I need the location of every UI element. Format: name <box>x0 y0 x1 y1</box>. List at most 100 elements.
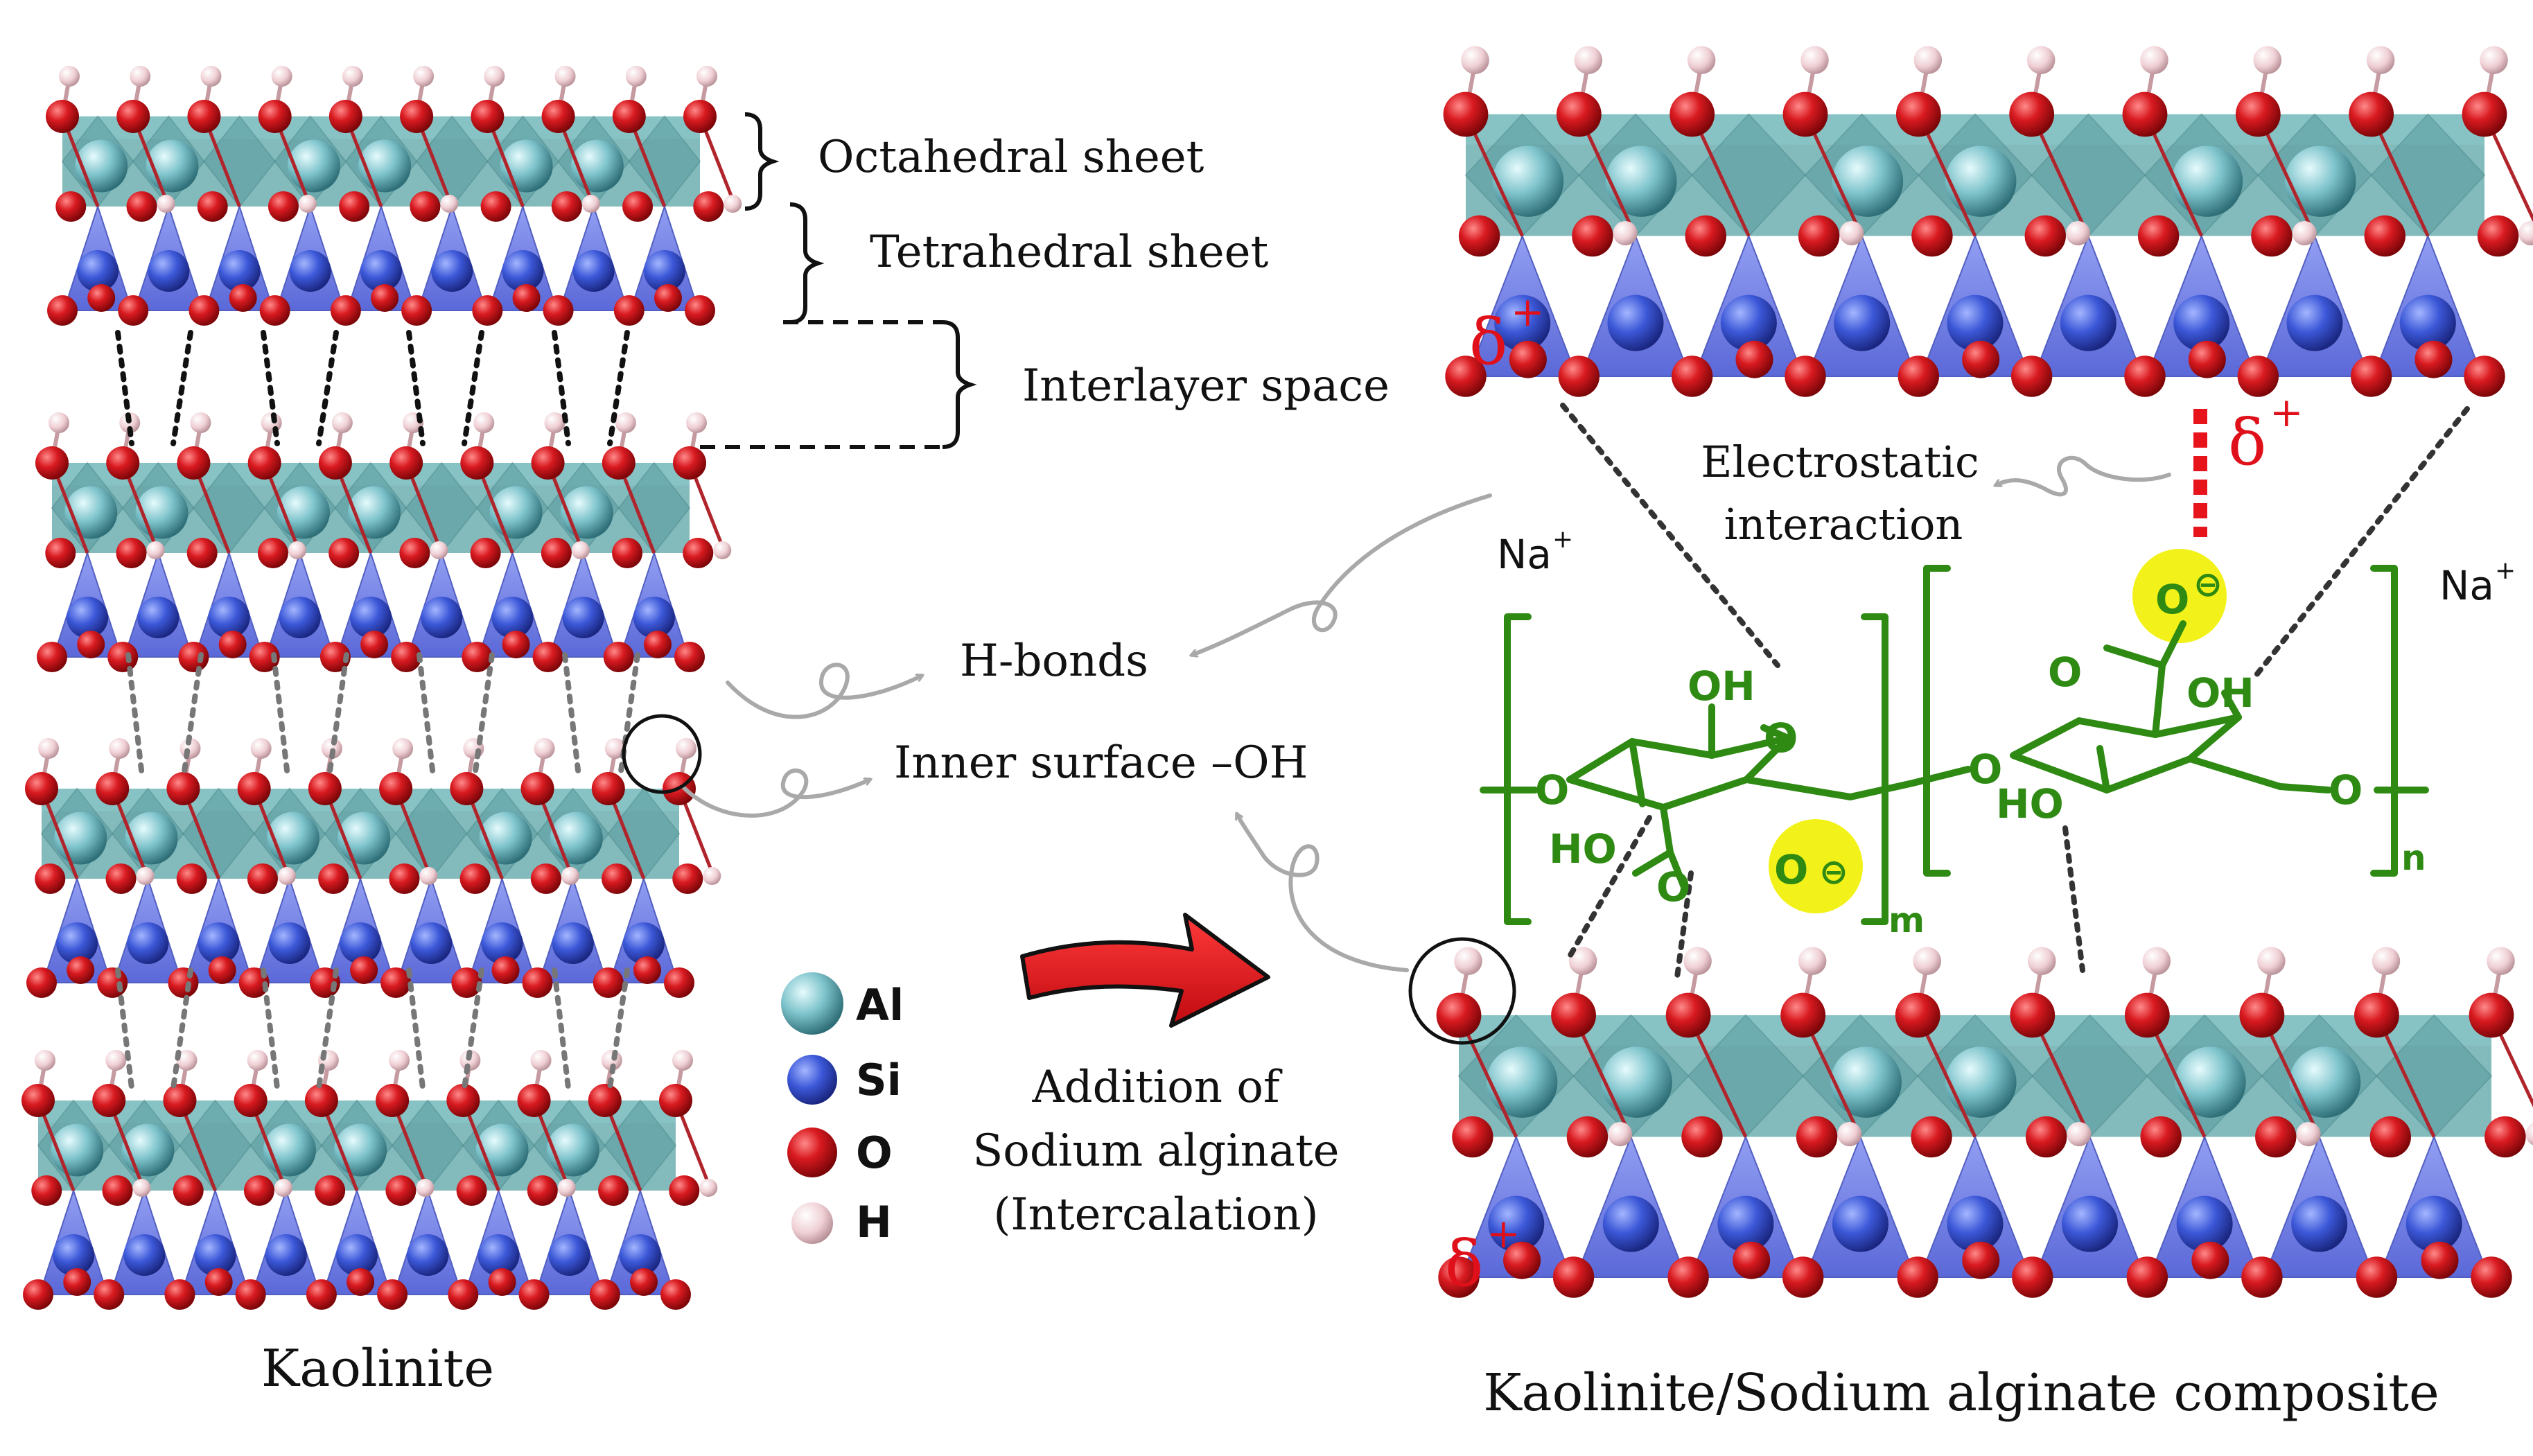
h-atom <box>2525 1123 2533 1146</box>
h-bond-dots <box>552 967 571 1091</box>
h-atom <box>157 195 175 213</box>
si-atom <box>2399 295 2456 351</box>
o-atom <box>2251 215 2293 257</box>
h-atom <box>2296 1121 2321 1147</box>
label-octahedral-sheet: Octahedral sheet <box>818 132 1204 183</box>
svg-text:+: + <box>2495 556 2516 585</box>
o-atom <box>63 1268 91 1296</box>
o-atom <box>1566 1116 1609 1158</box>
bracket-m-close <box>1861 613 1888 925</box>
svg-text:+: + <box>1552 525 1573 554</box>
h-atom <box>130 66 151 87</box>
o-atom <box>376 1084 410 1117</box>
si-atom <box>350 597 392 638</box>
h-atom <box>544 412 566 433</box>
o-atom <box>385 1175 417 1206</box>
o-atom <box>1962 340 2000 378</box>
o-atom <box>2349 91 2394 137</box>
h-bond-dots <box>316 967 339 1091</box>
o-atom <box>451 967 482 998</box>
carboxylate-highlight-upper <box>2132 549 2227 643</box>
kaolinite-layer <box>21 1050 718 1310</box>
o-atom <box>2462 91 2507 137</box>
o-atom <box>330 295 361 326</box>
h-bond-dots <box>607 967 630 1091</box>
o-atom <box>602 863 633 894</box>
o-atom <box>257 538 288 568</box>
h-atom <box>413 66 435 87</box>
o-atom <box>243 1175 274 1206</box>
o-atom <box>530 863 561 894</box>
h-atom <box>1913 947 1941 975</box>
h-atom <box>2487 947 2515 975</box>
si-atom <box>622 922 665 964</box>
o-atom <box>45 538 76 568</box>
o-atom <box>1911 1116 1952 1158</box>
o-atom <box>622 191 654 222</box>
o-atom <box>1572 215 1613 257</box>
o-atom <box>235 1279 266 1310</box>
octahedron-face <box>2376 1014 2493 1138</box>
o-atom <box>168 967 199 998</box>
o-atom <box>693 191 724 222</box>
o-atom <box>189 295 220 326</box>
svg-text:O: O <box>1968 746 2002 793</box>
o-atom <box>178 642 209 672</box>
o-atom <box>234 1084 268 1117</box>
octahedral-sheet-highlight <box>42 789 679 812</box>
legend-o-label: O <box>856 1128 893 1178</box>
o-atom <box>673 446 706 480</box>
delta-plus-bottom-left: δ + <box>1445 1210 1520 1301</box>
si-atom <box>265 1234 307 1276</box>
si-atom <box>1717 1195 1774 1252</box>
label-tetrahedral-sheet: Tetrahedral sheet <box>870 227 1269 278</box>
octahedron-face <box>179 1099 252 1192</box>
h-atom <box>2142 947 2171 975</box>
h-atom <box>484 66 505 87</box>
o-atom <box>1782 91 1828 137</box>
o-atom <box>654 284 682 312</box>
arrow-caption-line3: (Intercalation) <box>993 1189 1318 1240</box>
o-atom <box>471 100 505 133</box>
h-atom <box>389 1050 410 1071</box>
h-atom <box>274 1179 292 1197</box>
o-atom <box>602 446 636 480</box>
si-atom <box>431 250 473 292</box>
o-atom <box>1509 340 1547 378</box>
o-atom <box>1452 1116 1493 1158</box>
octahedron-face <box>415 115 489 208</box>
legend-al-label: Al <box>856 980 904 1030</box>
svg-text:⊖: ⊖ <box>2193 564 2223 604</box>
interlayer-bond-lines <box>115 330 640 1091</box>
al-atom <box>2171 146 2243 217</box>
o-atom <box>1552 1256 1595 1298</box>
h-atom <box>1454 947 1482 975</box>
h-atom <box>247 1050 268 1071</box>
h-atom <box>581 195 600 213</box>
h-atom <box>298 195 317 213</box>
o-atom <box>450 772 484 805</box>
o-atom <box>77 631 105 658</box>
o-atom <box>669 1175 700 1206</box>
o-atom <box>456 1175 487 1206</box>
h-atom <box>271 66 292 87</box>
h-bond-dots <box>115 330 134 446</box>
al-atom <box>1945 146 2017 217</box>
si-atom <box>2173 295 2230 351</box>
o-atom <box>2140 1116 2182 1158</box>
si-atom <box>491 597 534 638</box>
o-atom <box>1443 91 1489 137</box>
o-atom <box>389 863 420 894</box>
svg-text:+: + <box>1511 288 1545 335</box>
octahedron-face <box>607 787 681 880</box>
svg-text:n: n <box>2401 838 2426 878</box>
o-atom <box>166 772 200 805</box>
intercalation-arrow <box>1020 913 1270 1028</box>
h-atom <box>615 412 636 433</box>
label-interlayer-space: Interlayer space <box>1022 360 1390 412</box>
o-atom <box>107 642 139 672</box>
ring-1 <box>1566 735 1791 811</box>
h-bond-dots <box>562 652 581 779</box>
o-atom <box>2469 992 2514 1038</box>
o-atom <box>522 967 553 998</box>
